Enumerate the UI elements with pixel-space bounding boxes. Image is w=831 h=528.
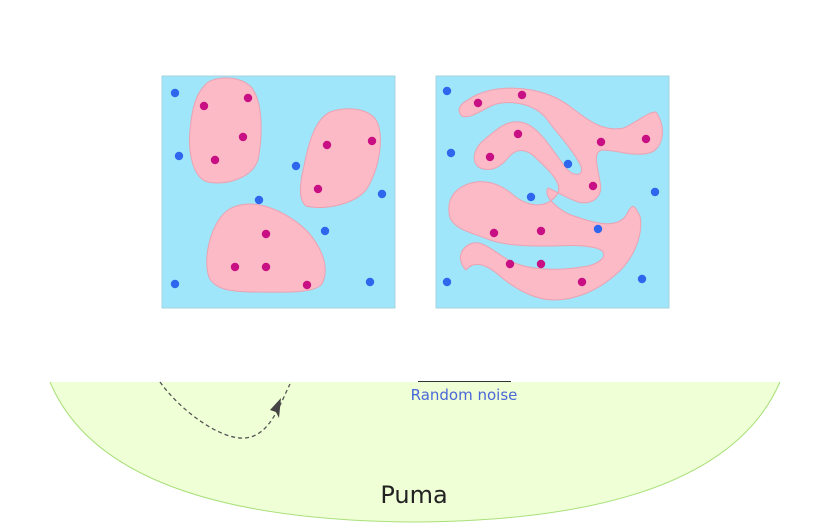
left-region-right <box>300 108 381 208</box>
right-points-outside <box>442 86 660 287</box>
point-inside <box>261 262 271 272</box>
point-inside <box>302 280 312 290</box>
point-outside <box>637 274 647 284</box>
point-inside <box>536 259 546 269</box>
point-outside <box>563 159 573 169</box>
point-outside <box>593 224 603 234</box>
point-inside <box>243 93 253 103</box>
arrowhead-icon <box>270 398 281 418</box>
point-outside <box>442 86 452 96</box>
point-inside <box>210 155 220 165</box>
point-inside <box>238 132 248 142</box>
point-inside <box>505 259 515 269</box>
point-inside <box>261 229 271 239</box>
point-inside <box>588 181 598 191</box>
left-points-outside <box>170 88 387 289</box>
puma-label: Puma <box>380 481 447 509</box>
point-outside <box>377 189 387 199</box>
bottom-area: Random noise Puma <box>49 381 781 523</box>
point-outside <box>170 88 180 98</box>
right-points-inside <box>473 90 651 287</box>
point-inside <box>313 184 323 194</box>
point-outside <box>291 161 301 171</box>
left-panel <box>161 75 396 309</box>
point-inside <box>489 228 499 238</box>
left-region-top-left <box>189 77 262 184</box>
point-inside <box>473 98 483 108</box>
dashed-arrow-path <box>159 381 291 439</box>
point-inside <box>322 140 332 150</box>
point-inside <box>596 137 606 147</box>
bottom-area-outline <box>49 381 781 523</box>
point-outside <box>365 277 375 287</box>
point-outside <box>526 192 536 202</box>
point-inside <box>577 277 587 287</box>
point-outside <box>174 151 184 161</box>
right-tangled-region <box>448 87 663 301</box>
point-outside <box>320 226 330 236</box>
point-inside <box>641 134 651 144</box>
random-noise-label: Random noise <box>411 386 518 404</box>
point-outside <box>170 279 180 289</box>
point-inside <box>367 136 377 146</box>
point-inside <box>513 129 523 139</box>
point-inside <box>230 262 240 272</box>
point-outside <box>254 195 264 205</box>
point-outside <box>442 277 452 287</box>
point-outside <box>650 187 660 197</box>
right-panel <box>435 75 670 309</box>
point-inside <box>485 152 495 162</box>
point-inside <box>536 226 546 236</box>
bottom-area-shape <box>50 382 780 522</box>
point-inside <box>517 90 527 100</box>
point-outside <box>446 148 456 158</box>
point-inside <box>199 101 209 111</box>
left-points-inside <box>199 93 377 290</box>
